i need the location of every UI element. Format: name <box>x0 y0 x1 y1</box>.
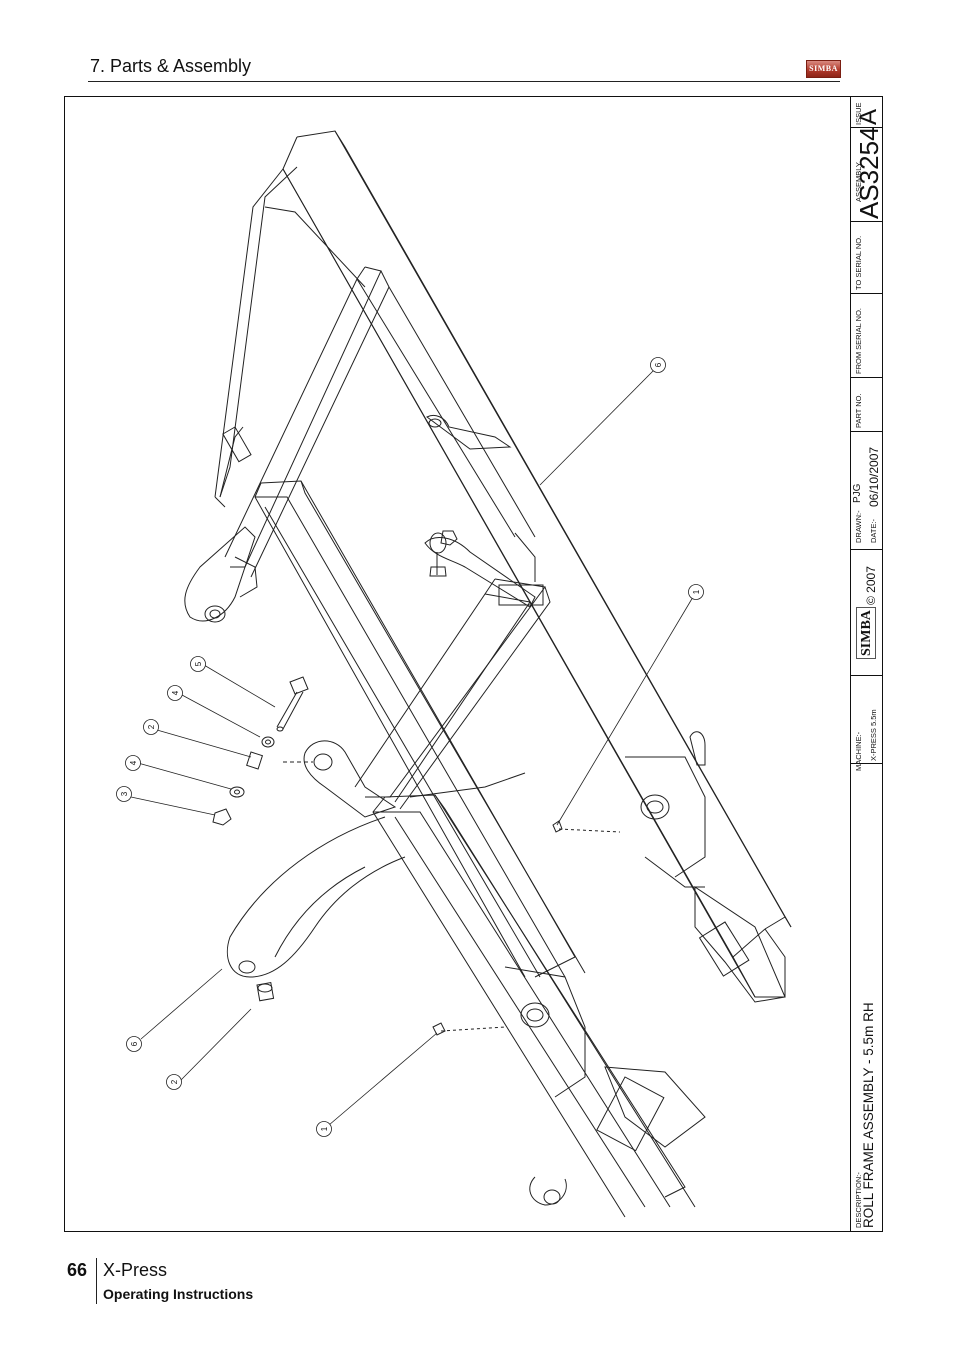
header-rule <box>88 81 840 82</box>
drawing-frame: 6 1 5 4 2 4 3 6 2 1 ISSUE A ASSEMBLY AS3… <box>64 96 884 1232</box>
callout-label: 6 <box>654 362 663 367</box>
copyright-text: © 2007 <box>864 566 878 605</box>
left-pivot <box>184 526 258 623</box>
callout-label: 1 <box>320 1126 329 1131</box>
date-value: 06/10/2007 <box>867 446 881 507</box>
section-title: 7. Parts & Assembly <box>90 56 252 76</box>
cross-member-middle <box>354 578 551 810</box>
part-no-label: PART NO. <box>854 393 863 428</box>
tb-divider <box>851 675 883 676</box>
upper-arm <box>214 166 366 508</box>
tb-divider <box>851 377 883 378</box>
tb-divider <box>851 549 883 550</box>
centre-channel <box>254 480 586 978</box>
product-name: X-Press <box>103 1260 168 1280</box>
brand-logo: SIMBA <box>806 60 841 78</box>
from-serial-label: FROM SERIAL NO. <box>854 308 863 374</box>
callout-numbers: 6 1 5 4 2 4 3 6 2 1 <box>120 362 701 1131</box>
brand-logo-text: SIMBA <box>809 64 838 73</box>
tb-divider <box>851 127 883 128</box>
page-number: 66 <box>67 1260 88 1280</box>
cross-member-top <box>224 266 536 578</box>
hitch-bracket <box>424 530 536 608</box>
pivot-lug <box>283 740 397 818</box>
tb-divider <box>851 221 883 222</box>
callout-label: 4 <box>129 760 138 765</box>
tb-divider <box>851 431 883 432</box>
title-block-logo: SIMBA <box>856 607 876 659</box>
assembly-number: AS3254 <box>854 126 884 219</box>
curved-pivot-arm <box>226 816 406 978</box>
lower-rail <box>372 794 696 1218</box>
date-label: DATE:- <box>869 518 878 543</box>
callout-label: 2 <box>147 724 156 729</box>
leader-lines <box>130 368 694 1126</box>
title-block-brand: SIMBA <box>859 610 874 656</box>
tb-divider <box>851 763 883 764</box>
issue-value: A <box>855 108 882 125</box>
end-block-right <box>625 731 786 1003</box>
main-rail <box>282 130 792 998</box>
footer-rule <box>96 1258 97 1304</box>
description-value: ROLL FRAME ASSEMBLY - 5.5m RH <box>861 1002 876 1228</box>
drawn-label: DRAWN:- <box>854 510 863 543</box>
manual-type: Operating Instructions <box>103 1286 254 1302</box>
callout-label: 5 <box>194 661 203 666</box>
machine-label: MACHINE:- <box>854 731 863 771</box>
callout-balloons <box>116 357 704 1137</box>
machine-value: X-PRESS 5.5m <box>869 709 878 761</box>
rail-bracket <box>426 414 512 450</box>
callout-label: 6 <box>130 1041 139 1046</box>
callout-label: 4 <box>171 690 180 695</box>
exploded-fasteners <box>212 676 621 1036</box>
callout-label: 2 <box>170 1079 179 1084</box>
tb-divider <box>851 293 883 294</box>
to-serial-label: TO SERIAL NO. <box>854 235 863 290</box>
assembly-drawing: 6 1 5 4 2 4 3 6 2 1 <box>116 130 792 1218</box>
callout-label: 1 <box>692 589 701 594</box>
end-block-lower <box>504 966 706 1206</box>
drawn-value: PJG <box>852 483 863 503</box>
title-block <box>850 97 883 1231</box>
callout-label: 3 <box>120 791 129 796</box>
